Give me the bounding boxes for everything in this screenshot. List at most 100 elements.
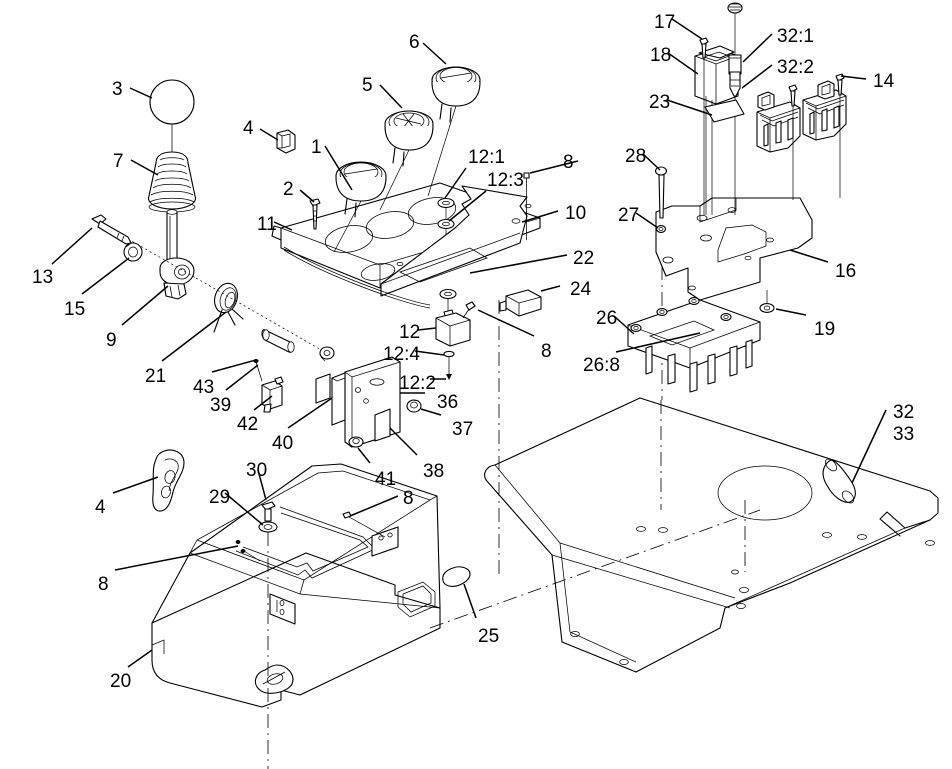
callout-20: 20: [110, 671, 132, 692]
callout-14: 14: [873, 71, 895, 92]
washer-switch-part: [446, 374, 452, 380]
callout-10: 10: [565, 203, 587, 224]
lever-assembly-group: [91, 79, 335, 362]
label-decal-part: [704, 99, 745, 123]
callout-40: 40: [272, 433, 294, 454]
grommet-oval-part: [442, 566, 471, 587]
harness-group: [283, 246, 542, 317]
switch-rotary-part: [379, 110, 434, 211]
callout-24: 24: [570, 279, 592, 300]
callout-36: 36: [437, 392, 459, 413]
knob-ball-part: [149, 79, 195, 125]
callout-1: 1: [311, 137, 322, 158]
switch-toggle-part: [435, 312, 471, 347]
callout-26: 26: [596, 308, 618, 329]
callout-9: 9: [106, 330, 117, 351]
callout-38: 38: [423, 461, 445, 482]
screw-8-console-b: [342, 511, 386, 538]
callout-6: 6: [409, 32, 420, 53]
callout-39: 39: [210, 395, 232, 416]
boot-bellows-part: [148, 151, 196, 213]
screw-fuse-left: [788, 84, 798, 200]
callout-12-1: 12:1: [468, 147, 505, 168]
plate-electrical-part: [655, 197, 813, 301]
leader-lines: [51, 18, 887, 668]
handle-grip-part: [152, 449, 185, 512]
callout-32-1: 32:1: [777, 26, 814, 47]
lever-arm-part: [159, 257, 195, 300]
callout-8-d: 8: [98, 574, 109, 595]
connector-block-part: [499, 289, 542, 317]
screw-relay-part: [699, 37, 709, 215]
screw-fuse-right: [835, 73, 845, 198]
callout-33: 33: [893, 424, 915, 445]
callout-8-c: 8: [403, 488, 414, 509]
rivet-part: [253, 359, 263, 382]
callout-41: 41: [375, 469, 397, 490]
callout-43: 43: [193, 377, 215, 398]
callout-27: 27: [618, 205, 640, 226]
plate-spacer-part: [374, 408, 391, 442]
bushing-pivot-part: [123, 242, 143, 262]
callout-12: 12: [399, 322, 421, 343]
callout-29: 29: [209, 487, 231, 508]
callout-37: 37: [452, 419, 474, 440]
fuse-block-left: [756, 91, 801, 153]
callout-32: 32: [893, 402, 915, 423]
callout-16: 16: [835, 261, 857, 282]
clip-retainer-part: [276, 129, 296, 154]
washer-console-part: [258, 521, 278, 533]
rod-link-part: [261, 329, 295, 353]
callout-28: 28: [625, 146, 647, 167]
callout-2: 2: [283, 179, 294, 200]
grommet-rubber-part: [822, 458, 856, 504]
callout-19: 19: [814, 319, 836, 340]
deck-plate-group: [429, 240, 939, 673]
bolt-long-part: [654, 166, 668, 219]
callout-30: 30: [246, 460, 268, 481]
callout-42: 42: [237, 414, 259, 435]
joint-ball: [319, 346, 335, 362]
terminal-upper-part: [727, 2, 743, 75]
callout-3: 3: [112, 79, 123, 100]
callout-11: 11: [257, 214, 277, 235]
callout-8-a: 8: [563, 152, 574, 173]
dash-panel-group: [271, 66, 541, 297]
switch-micro-part: [261, 376, 284, 413]
callout-13: 13: [32, 267, 54, 288]
callout-7: 7: [113, 151, 124, 172]
callout-25: 25: [478, 626, 500, 647]
callout-17: 17: [654, 12, 676, 33]
switch-bracket-group: [253, 356, 422, 448]
console-pivot-boss: [254, 664, 294, 694]
nut-module-part: [759, 290, 775, 313]
callout-12-2: 12:2: [399, 373, 436, 394]
callout-32-2: 32:2: [777, 57, 814, 78]
callout-23: 23: [649, 92, 671, 113]
callout-22: 22: [573, 248, 595, 269]
spring-torsion-part: [213, 282, 244, 333]
callout-8-b: 8: [541, 341, 552, 362]
gauge-hour-meter-part: [427, 66, 481, 197]
screw-panel-part: [309, 198, 321, 230]
screw-8-console-a: [235, 540, 261, 562]
plate-mounting-part: [380, 185, 528, 297]
callout-21: 21: [145, 366, 167, 387]
callout-4-handle: 4: [95, 497, 106, 518]
callout-12-4: 12:4: [383, 344, 420, 365]
screw-8-upper: [523, 172, 530, 240]
nut-lock-part: [348, 436, 364, 448]
callout-18: 18: [650, 45, 672, 66]
console-group: [151, 300, 500, 769]
bolt-pivot-part: [91, 214, 132, 245]
nut-small-part: [655, 225, 667, 233]
nut-switch-part: [443, 350, 455, 358]
callout-12-3: 12:3: [487, 170, 524, 191]
switch-toggle-group: [435, 288, 476, 380]
fuse-block-right: [802, 80, 847, 141]
bolt-console-part: [261, 501, 276, 522]
callout-4-clip: 4: [243, 118, 254, 139]
screw-8-mid: [462, 301, 476, 319]
